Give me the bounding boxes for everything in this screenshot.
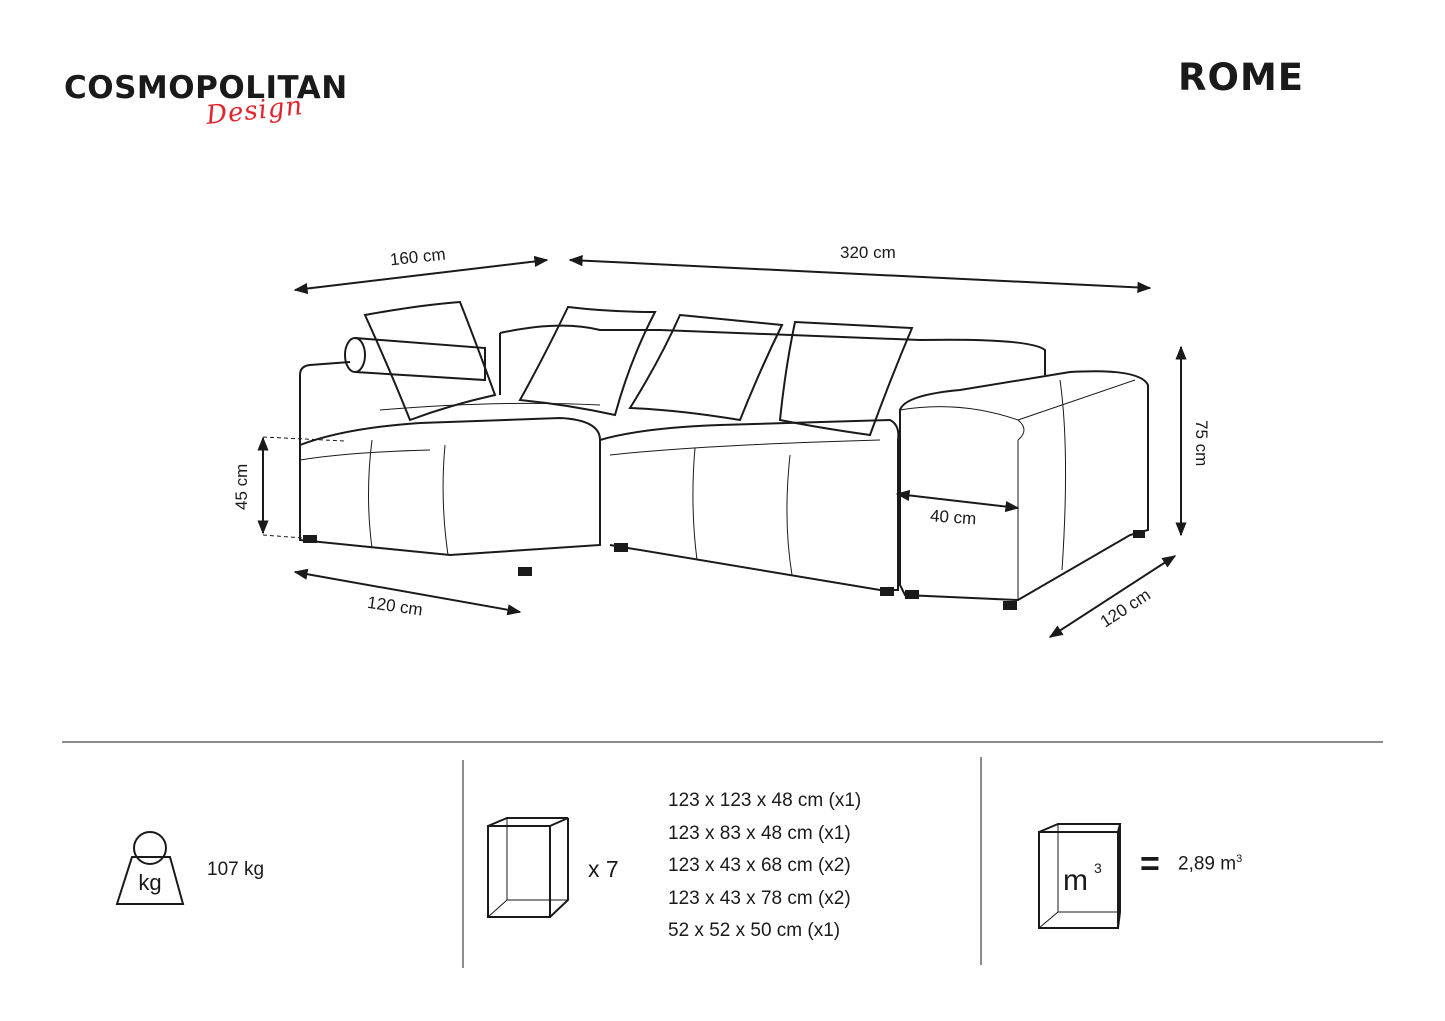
product-title: ROME <box>1178 56 1305 99</box>
svg-text:m: m <box>1063 864 1088 897</box>
package-item: 123 x 123 x 48 cm (x1) <box>668 790 862 811</box>
dim-total-width: 320 cm <box>840 243 896 262</box>
dim-armrest-width: 40 cm <box>929 506 977 528</box>
package-item: 123 x 43 x 78 cm (x2) <box>668 887 851 909</box>
volume-box-icon: m 3 <box>1038 823 1122 929</box>
dim-side-depth: 120 cm <box>1097 585 1154 631</box>
box-icon <box>487 817 569 918</box>
dimension-lines <box>257 255 1187 638</box>
dim-chaise-width: 160 cm <box>389 245 446 270</box>
sofa-outline <box>299 300 1149 610</box>
package-count: x 7 <box>588 856 619 882</box>
package-dimensions-list: 123 x 123 x 48 cm (x1) 123 x 83 x 48 cm … <box>668 785 861 948</box>
dim-chaise-depth: 120 cm <box>366 593 424 620</box>
package-item: 123 x 43 x 68 cm (x2) <box>668 855 851 876</box>
svg-text:3: 3 <box>1094 860 1102 876</box>
package-item: 52 x 52 x 50 cm (x1) <box>668 920 841 941</box>
brand-logo: COSMOPOLITAN <box>64 70 348 106</box>
dim-total-height: 75 cm <box>1192 420 1211 466</box>
svg-text:kg: kg <box>138 870 161 895</box>
weight-value: 107 kg <box>207 859 265 880</box>
dim-seat-height: 45 cm <box>232 464 251 510</box>
volume-value: 2,89 m3 <box>1178 853 1243 875</box>
equals-sign: = <box>1140 845 1160 883</box>
package-item: 123 x 83 x 48 cm (x1) <box>668 822 851 844</box>
kg-weight-icon: kg <box>115 831 185 905</box>
